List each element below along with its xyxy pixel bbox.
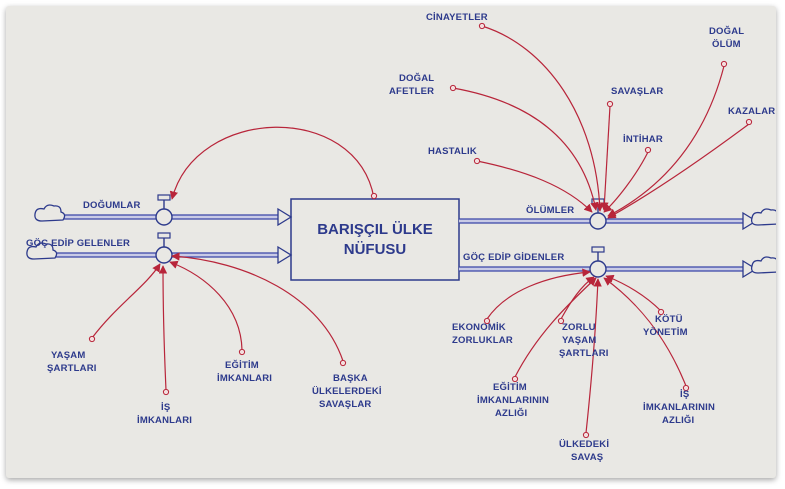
var-wars: SAVAŞLAR bbox=[611, 86, 663, 97]
link-hard-living-emigrants bbox=[560, 276, 595, 320]
var-lack-jobs-line2: İMKANLARININ bbox=[643, 402, 715, 413]
var-murders: CİNAYETLER bbox=[426, 12, 488, 23]
stock-link-dot bbox=[370, 192, 378, 200]
var-suicide: İNTİHAR bbox=[623, 134, 663, 145]
deaths-valve bbox=[589, 198, 607, 230]
link-natural-death-deaths bbox=[607, 65, 725, 217]
var-education-line2: İMKANLARI bbox=[217, 373, 272, 384]
flow-label-emigrants: GÖÇ EDİP GİDENLER bbox=[463, 252, 564, 263]
link-bad-governance-emigrants bbox=[605, 274, 662, 312]
var-other-wars-line3: SAVAŞLAR bbox=[319, 399, 371, 410]
link-education-immigrants bbox=[169, 260, 243, 351]
var-hard-living-line1: ZORLU bbox=[562, 322, 596, 333]
var-natural-death-line1: DOĞAL bbox=[709, 25, 744, 37]
var-lack-education-line2: İMKANLARININ bbox=[477, 395, 549, 406]
link-stock-to-births bbox=[169, 126, 375, 200]
emigrants-valve bbox=[589, 246, 607, 278]
var-jobs-line1: İŞ bbox=[161, 402, 170, 413]
link-other-wars-immigrants bbox=[171, 252, 344, 362]
link-natural-disasters-deaths bbox=[452, 87, 599, 211]
link-economic-emigrants bbox=[486, 268, 591, 320]
diagram-page: BARIŞÇIL ÜLKE NÜFUSU bbox=[6, 6, 776, 478]
var-disease: HASTALIK bbox=[428, 146, 477, 157]
deaths-pipe bbox=[459, 211, 758, 231]
var-lack-jobs-line3: AZLIĞI bbox=[662, 414, 694, 426]
link-jobs-immigrants bbox=[158, 265, 168, 391]
death-cause-dots bbox=[449, 22, 753, 165]
var-other-wars-line2: ÜLKELERDEKİ bbox=[312, 386, 382, 397]
births-valve bbox=[155, 194, 173, 226]
sink-cloud-deaths bbox=[750, 208, 776, 226]
var-economic-line1: EKONOMİK bbox=[452, 322, 506, 333]
immigration-cause-dots bbox=[88, 335, 347, 396]
link-wars-deaths bbox=[600, 105, 611, 211]
link-war-country-emigrants bbox=[585, 278, 602, 434]
stock-label-line2: NÜFUSU bbox=[344, 241, 407, 258]
source-cloud-immigrants bbox=[26, 242, 58, 260]
var-war-country-line2: SAVAŞ bbox=[571, 452, 603, 463]
var-lack-education-line1: EĞİTİM bbox=[493, 381, 527, 393]
link-living-conditions-immigrants bbox=[91, 263, 161, 339]
stock-box bbox=[290, 198, 460, 281]
var-natural-disasters-line1: DOĞAL bbox=[399, 72, 434, 84]
var-bad-governance-line1: KÖTÜ bbox=[655, 314, 683, 325]
flow-label-deaths: ÖLÜMLER bbox=[526, 205, 574, 216]
link-accidents-deaths bbox=[607, 123, 750, 219]
var-living-conditions-line2: ŞARTLARI bbox=[47, 363, 97, 374]
immigrants-valve bbox=[155, 232, 173, 264]
flow-label-immigrants: GÖÇ EDİP GELENLER bbox=[26, 238, 130, 249]
births-pipe bbox=[56, 207, 293, 227]
var-accidents: KAZALAR bbox=[728, 106, 775, 117]
emigration-cause-dots bbox=[483, 308, 690, 439]
link-murders-deaths bbox=[481, 25, 604, 212]
link-lack-jobs-emigrants bbox=[603, 277, 687, 387]
stock-label-line1: BARIŞÇIL ÜLKE bbox=[317, 221, 433, 238]
var-natural-disasters-line2: AFETLER bbox=[389, 86, 434, 97]
var-war-country-line1: ÜLKEDEKİ bbox=[559, 439, 609, 450]
flow-label-births: DOĞUMLAR bbox=[83, 199, 141, 211]
stock-flow-diagram: BARIŞÇIL ÜLKE NÜFUSU bbox=[26, 12, 776, 463]
var-natural-death-line2: ÖLÜM bbox=[712, 39, 741, 50]
var-jobs-line2: İMKANLARI bbox=[137, 415, 192, 426]
var-hard-living-line3: ŞARTLARI bbox=[559, 348, 609, 359]
var-living-conditions-line1: YAŞAM bbox=[51, 350, 85, 361]
var-education-line1: EĞİTİM bbox=[225, 359, 259, 371]
var-hard-living-line2: YAŞAM bbox=[562, 335, 596, 346]
var-lack-jobs-line1: İŞ bbox=[680, 389, 689, 400]
emigrants-pipe bbox=[459, 259, 758, 279]
link-disease-deaths bbox=[476, 160, 593, 213]
var-economic-line2: ZORLUKLAR bbox=[452, 335, 513, 346]
source-cloud-births bbox=[34, 204, 66, 222]
sink-cloud-emigrants bbox=[750, 256, 776, 274]
var-lack-education-line3: AZLIĞI bbox=[495, 407, 527, 419]
var-other-wars-line1: BAŞKA bbox=[333, 373, 368, 384]
link-lack-education-emigrants bbox=[514, 277, 597, 378]
link-suicide-deaths bbox=[603, 151, 649, 213]
var-bad-governance-line2: YÖNETİM bbox=[643, 327, 688, 338]
